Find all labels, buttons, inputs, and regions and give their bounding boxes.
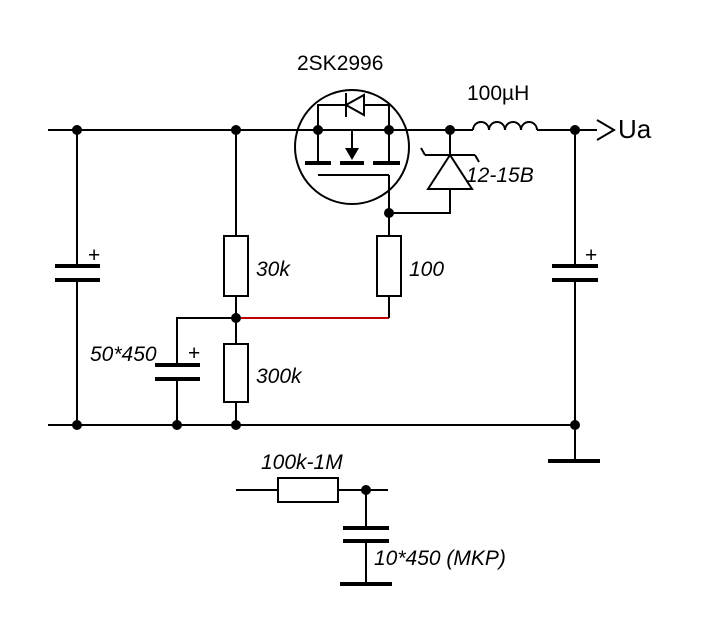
junction-dots (72, 125, 580, 495)
resistor-100: 100 (376, 213, 444, 318)
resistor-30k: 30k (223, 130, 291, 344)
output-capacitor: + (552, 130, 598, 460)
mosfet-2sk2996: 2SK2996 (294, 52, 410, 213)
snubber-resistor (277, 477, 339, 503)
output-label: Ua (618, 114, 652, 144)
output-arrow-icon (596, 119, 616, 141)
bias-capacitor-polarity: + (188, 342, 200, 365)
bias-capacitor-label: 50*450 (90, 343, 157, 366)
input-capacitor: + (55, 130, 100, 425)
output-terminal: Ua (596, 114, 652, 144)
output-capacitor-polarity: + (585, 244, 597, 267)
zener-diode: 12-15B (389, 129, 534, 214)
snubber-resistor-label: 100k-1M (261, 451, 343, 474)
resistor-300k-label: 300k (256, 365, 303, 388)
input-capacitor-polarity: + (88, 244, 100, 267)
mosfet-label: 2SK2996 (297, 52, 383, 75)
resistor-30k-label: 30k (256, 258, 291, 281)
resistor-100-label: 100 (409, 258, 444, 281)
zener-diode-label: 12-15B (466, 164, 534, 187)
snubber-network: 100k-1M 10*450 (MKP) (236, 451, 506, 586)
channel-arrow-icon (345, 148, 359, 160)
bias-capacitor: + 50*450 (90, 317, 236, 425)
body-diode-icon (343, 93, 365, 117)
snubber-capacitor-label: 10*450 (MKP) (374, 547, 506, 570)
inductor-label: 100µH (467, 82, 529, 105)
resistor-300k: 300k (223, 343, 303, 425)
inductor-100uh: 100µH (450, 82, 597, 131)
